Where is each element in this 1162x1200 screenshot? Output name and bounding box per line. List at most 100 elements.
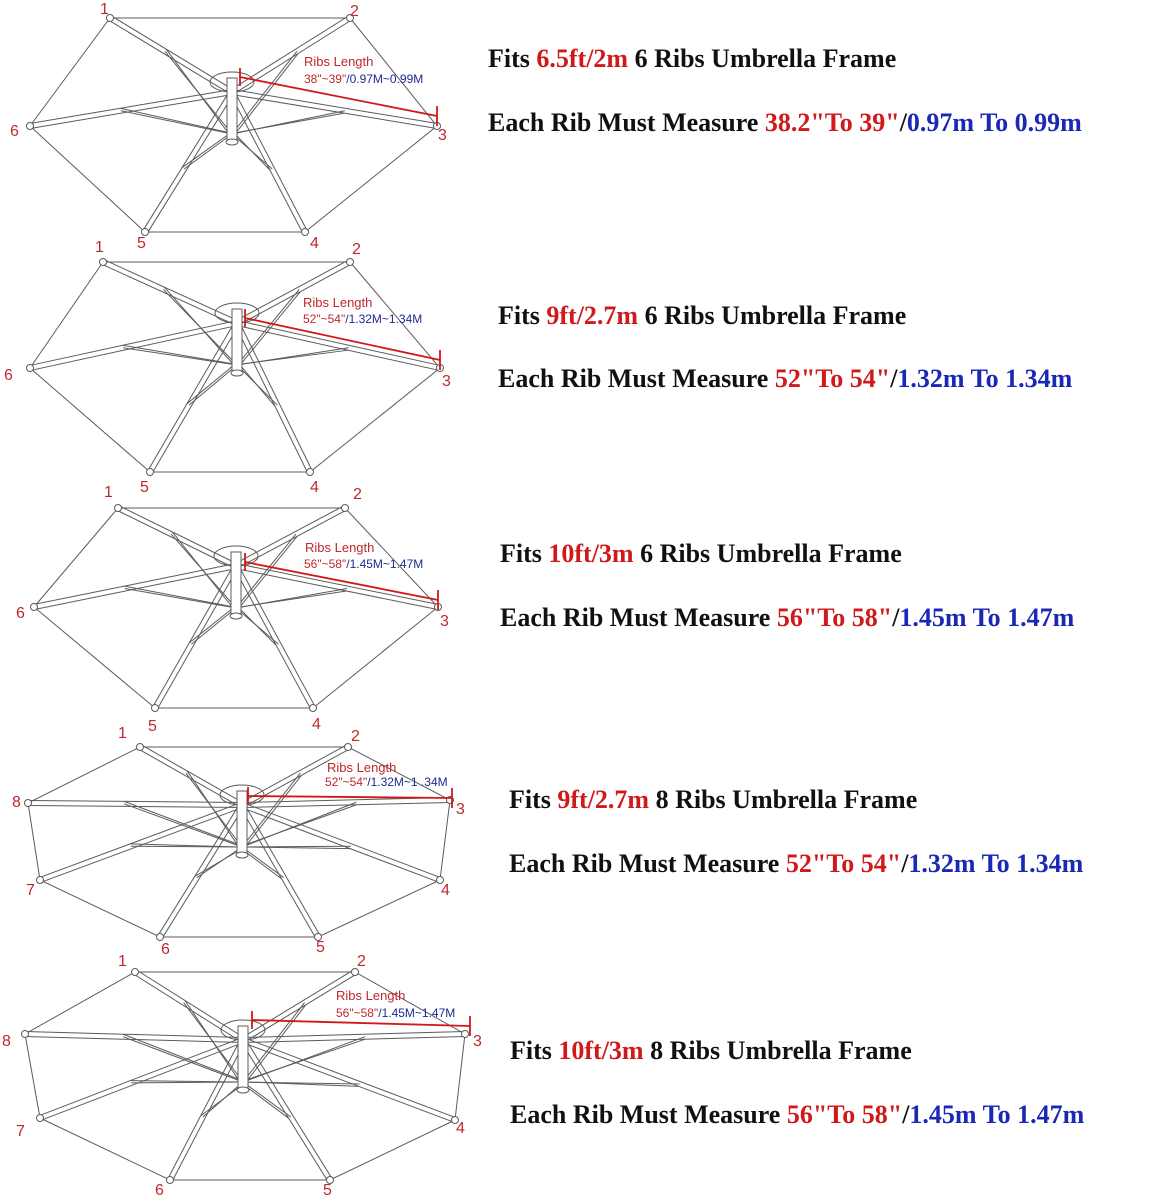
rib-length-inches: 52"~54" [325,775,367,789]
rib-number: 7 [26,882,35,899]
rib-line [238,321,313,472]
rib-line [231,93,437,129]
rib-line [147,321,236,471]
rib-meters: 0.97m To 0.99m [906,108,1082,137]
support-strut [234,53,299,135]
rib-tip-cap [301,228,309,236]
rib-tip-cap [461,1030,469,1038]
rib-number: 6 [10,123,19,140]
rib-line [29,320,237,367]
rib-length-meters: /1.32M~1.34M [345,312,422,326]
support-strut [239,1038,366,1083]
support-strut [234,133,271,171]
support-strut [163,286,235,366]
rib-number: 6 [155,1182,164,1199]
rib-line [27,804,242,808]
rib-tip-cap [26,122,34,130]
rib-length-inches: 56"~58" [304,557,346,571]
rib-length-value: 52"~54"/1.32M~1 .34M [325,775,448,789]
rib-tip-cap [106,14,114,22]
support-strut [239,291,301,366]
measure-line: Each Rib Must Measure 38.2"To 39"/0.97m … [488,108,1082,137]
rib-line [232,89,438,125]
rib-line [29,89,232,125]
rib-length-meters: /1.45M~1.47M [346,557,423,571]
rib-tip-cap [36,876,44,884]
rib-line [111,15,234,91]
rib-meters: 1.45m To 1.47m [899,603,1075,632]
frame-diagram-8-ribs-2.7m [24,743,454,941]
rib-tip-cap [314,933,322,941]
support-strut [130,843,240,848]
rib-number: 3 [438,127,447,144]
rib-line [151,324,240,474]
rib-tip-cap [344,743,352,751]
support-strut [188,607,234,644]
rib-line [235,259,350,322]
rib-tip-cap [166,1176,174,1184]
rib-length-measure-line [251,1019,471,1027]
rib-tip-cap [346,14,354,22]
rib-line [237,564,316,708]
support-strut [245,1004,307,1083]
rib-tip-cap [451,1116,459,1124]
rib-number: 4 [456,1120,465,1137]
rib-number: 2 [350,3,359,20]
rib-number: 3 [440,613,449,630]
rib-line [243,1037,457,1119]
fits-line: Fits 9ft/2.7m 8 Ribs Umbrella Frame [509,785,918,814]
rib-line [157,803,241,936]
rib-length-meters: /0.97M~0.99M [346,72,423,86]
center-pole [226,77,238,141]
umbrella-size: 9ft/2.7m [546,301,639,330]
pole-bottom [225,138,239,146]
support-strut [235,533,297,609]
rib-line [233,90,308,232]
center-pole [236,790,248,854]
rib-number: 4 [441,882,450,899]
rib-line [229,92,304,234]
support-strut [122,1036,244,1083]
rib-line [40,806,244,883]
rib-number: 6 [16,605,25,622]
fits-line: Fits 10ft/3m 8 Ribs Umbrella Frame [510,1036,912,1065]
center-pole [237,1025,249,1089]
rib-tip-cap [21,1030,29,1038]
rib-meters: 1.45m To 1.47m [909,1100,1085,1129]
rib-length-inches: 38"~39" [304,72,346,86]
fits-line: Fits 9ft/2.7m 6 Ribs Umbrella Frame [498,301,907,330]
rib-length-label: Ribs Length [327,760,396,775]
rib-line [241,1041,455,1123]
rib-number: 4 [312,716,321,733]
rib-tip-cap [151,704,159,712]
rib-length-value: 38"~39"/0.97M~0.99M [304,72,423,86]
rib-length-value: 52"~54"/1.32M~1.34M [303,312,422,326]
support-strut [124,588,237,609]
rib-number: 5 [140,479,149,496]
rib-number: 4 [310,479,319,496]
rib-line [156,566,239,710]
pole-bottom [230,369,244,377]
rib-line [142,90,231,231]
rib-length-inches: 56"~58" [336,1006,378,1020]
rib-line [234,505,345,565]
support-strut [228,112,345,135]
rib-line [140,744,244,804]
rib-line [136,969,245,1039]
rib-line [34,567,237,610]
rib-tip-cap [156,933,164,941]
rib-tip-cap [114,504,122,512]
frame-diagram-6-ribs-2m [26,14,441,236]
rib-inches: 52"To 54" [774,364,891,393]
rib-line [161,806,245,939]
rib-tip-cap [24,799,32,807]
rib-line [28,800,243,804]
rib-meters: 1.32m To 1.34m [897,364,1073,393]
rib-line [243,803,321,937]
rib-inches: 38.2"To 39" [764,108,900,137]
rib-tip-cap [346,258,354,266]
rib-tip-cap [99,258,107,266]
rib-inches: 52"To 54" [785,849,902,878]
frame-diagram-8-ribs-3m [21,968,471,1184]
